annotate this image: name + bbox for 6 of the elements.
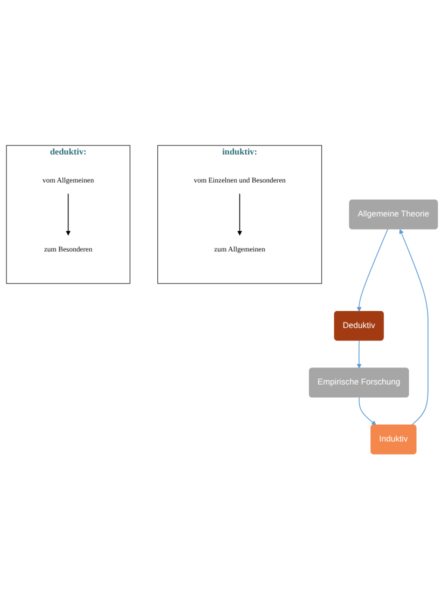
arrow bbox=[66, 194, 71, 236]
arrow bbox=[356, 340, 362, 369]
arrow bbox=[399, 229, 428, 426]
arrow bbox=[358, 397, 376, 426]
arrow bbox=[356, 229, 388, 312]
arrow bbox=[237, 194, 242, 236]
